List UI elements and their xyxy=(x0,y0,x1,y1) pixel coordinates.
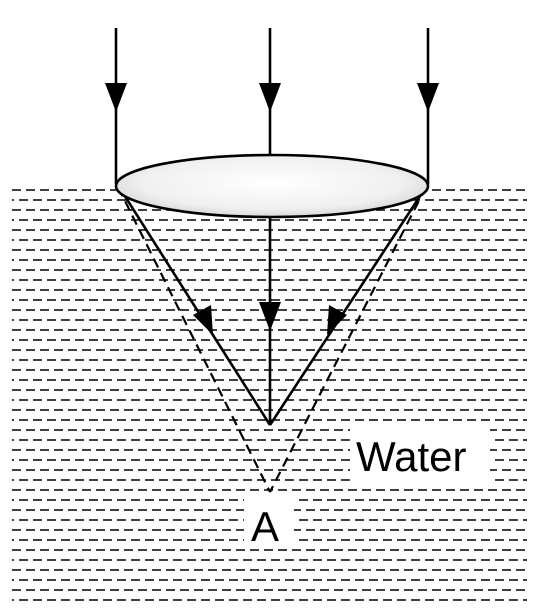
virtual-ray-right xyxy=(269,186,427,493)
virtual-rays xyxy=(117,186,427,493)
arrow-down-icon xyxy=(259,83,281,112)
point-label-backdrop xyxy=(244,497,294,549)
arrow-diagonal-right-icon xyxy=(193,305,213,335)
water-label-backdrop xyxy=(350,427,490,485)
arrowheads xyxy=(105,83,439,335)
refracted-ray-left xyxy=(119,189,272,426)
refracted-ray-right xyxy=(268,189,426,426)
virtual-ray-left xyxy=(117,186,271,493)
arrow-down-icon xyxy=(105,83,127,112)
arrow-down-icon xyxy=(259,302,281,331)
water-label: Water xyxy=(356,433,466,480)
arrow-down-icon xyxy=(417,83,439,112)
lens xyxy=(114,153,430,219)
point-a-label: A xyxy=(251,503,279,550)
arrow-diagonal-left-icon xyxy=(327,305,347,335)
